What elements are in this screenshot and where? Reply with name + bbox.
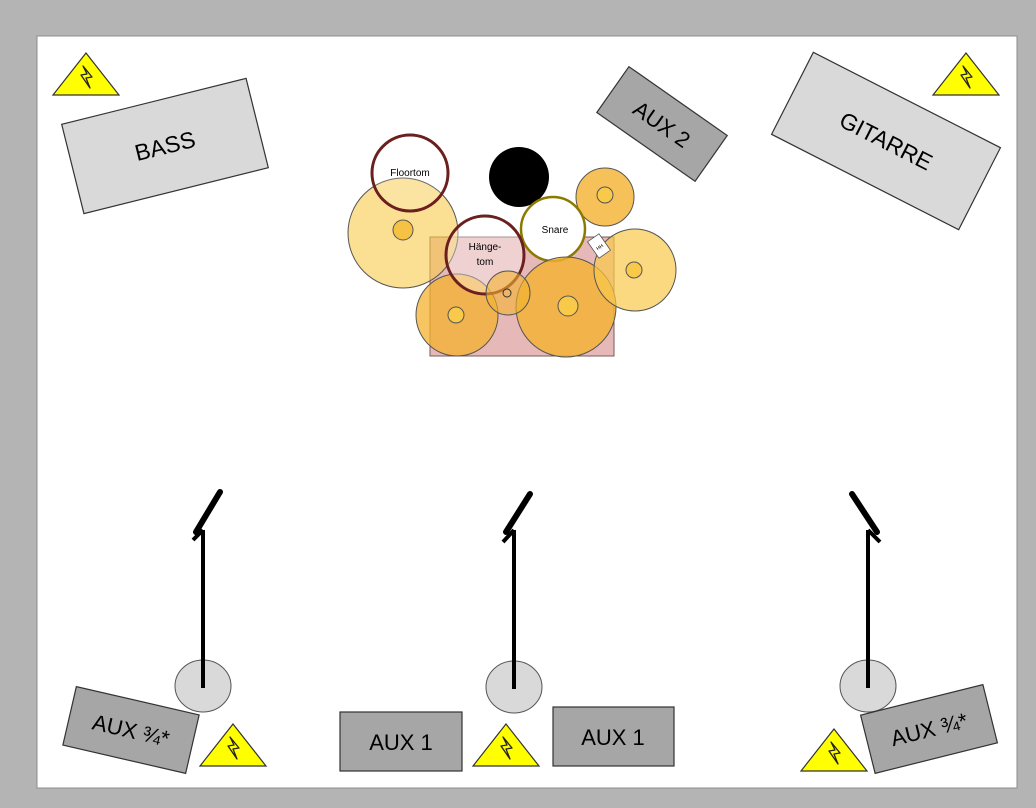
drum-pedal: HH [586,233,612,259]
kick-drum [489,147,549,207]
pedal-label: HH [595,243,605,252]
haengetom-label-line1: Hänge- [469,242,502,253]
aux1-left-monitor: AUX 1 [339,711,463,772]
microphone-stand-icon [839,491,897,713]
aux1-left-label: AUX 1 [369,730,433,755]
floortom-label: Floortom [390,168,429,179]
microphone-stand-icon [174,489,232,713]
bass-amp: BASS [60,77,270,215]
snare-drum: Snare [519,195,587,263]
microphone-stand-icon [485,491,543,714]
aux34-left-monitor: AUX ¾* [62,685,200,775]
aux1-right-monitor: AUX 1 [552,706,675,767]
aux1-right-label: AUX 1 [581,725,645,750]
aux34-right-monitor: AUX ¾* [859,683,999,775]
cymbal-crash-right [593,228,677,312]
hihat [485,270,531,316]
floortom: Floortom [370,133,450,213]
snare-label: Snare [542,225,569,236]
gitarre-amp: GITARRE [770,51,1002,231]
haengetom-label-line2: tom [477,257,494,268]
cymbal-splash [575,167,635,227]
